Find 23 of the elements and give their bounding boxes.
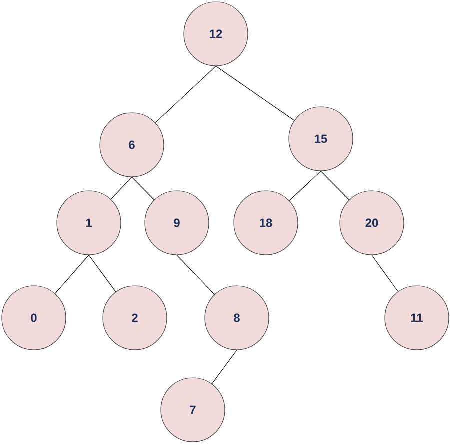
tree-node: 18: [234, 190, 298, 256]
tree-node: 2: [102, 286, 168, 350]
tree-node: 8: [204, 286, 270, 350]
tree-edge: [320, 171, 350, 200]
tree-node: 15: [288, 106, 354, 172]
tree-edge: [110, 177, 132, 200]
tree-node: 11: [384, 286, 450, 350]
tree-edge: [212, 350, 238, 384]
tree-node: 12: [184, 2, 248, 66]
tree-edge: [216, 66, 295, 121]
tree-node: 1: [56, 190, 122, 256]
tree-edge: [55, 255, 90, 294]
tree-edge: [176, 255, 215, 295]
tree-edge: [372, 255, 398, 292]
tree-node: 0: [2, 286, 66, 350]
tree-edge: [88, 255, 116, 292]
tree-edge: [289, 171, 322, 202]
tree-edge: [132, 177, 155, 200]
tree-edge: [155, 66, 216, 124]
tree-node: 6: [100, 112, 164, 178]
tree-node: 20: [340, 190, 404, 256]
tree-node: 7: [160, 378, 226, 442]
tree-node: 9: [144, 190, 210, 256]
